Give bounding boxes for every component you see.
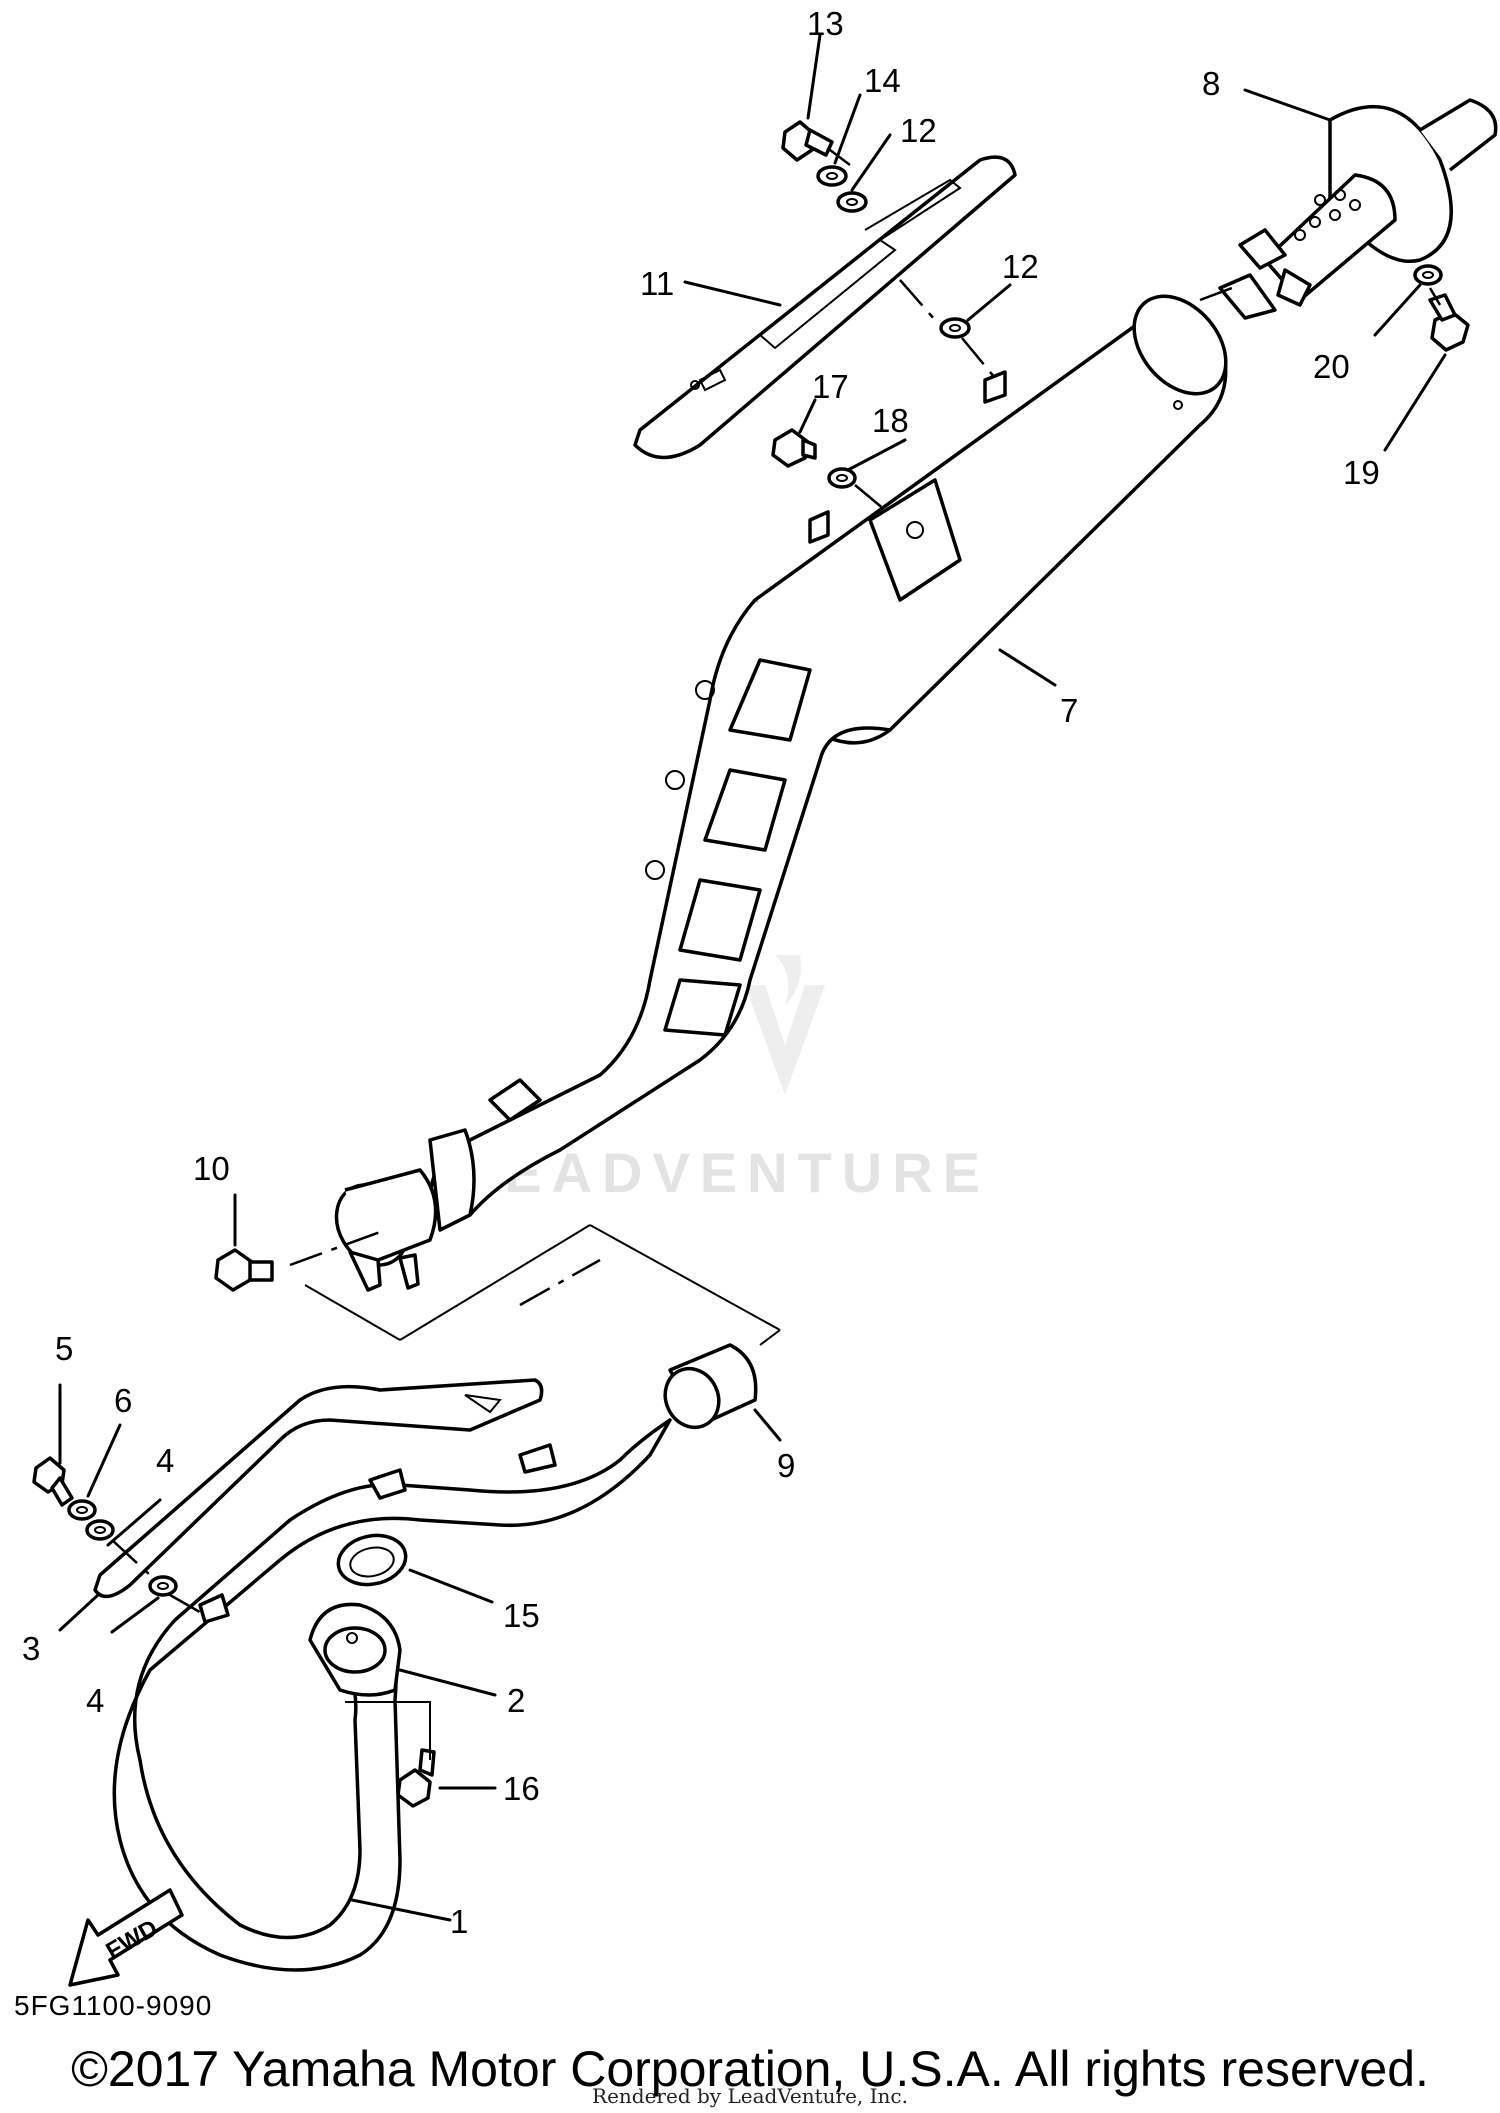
exhaust-pipe-protector[interactable] <box>93 1378 544 1599</box>
callout-labels: 1 2 3 4 4 5 6 7 8 9 10 11 12 12 13 14 15… <box>22 5 1380 1940</box>
callout-10: 10 <box>193 1150 230 1187</box>
bolt-19[interactable] <box>1428 293 1470 352</box>
washer-14[interactable] <box>816 165 848 187</box>
callout-17: 17 <box>812 368 849 405</box>
gasket-15[interactable] <box>334 1529 410 1590</box>
callout-4-upper: 4 <box>156 1442 174 1479</box>
callout-6: 6 <box>114 1382 132 1419</box>
exhaust-flange[interactable] <box>308 1602 402 1697</box>
callout-9: 9 <box>777 1447 795 1484</box>
washer-4-upper[interactable] <box>85 1519 115 1541</box>
copyright-notice: ©2017 Yamaha Motor Corporation, U.S.A. A… <box>71 2041 1429 2097</box>
callout-8: 8 <box>1202 65 1220 102</box>
callout-12-upper: 12 <box>900 112 937 149</box>
rendered-by-credit: Rendered by LeadVenture, Inc. <box>592 2084 908 2108</box>
spark-arrester-end-cap[interactable] <box>1218 98 1498 320</box>
callout-7: 7 <box>1060 692 1078 729</box>
muffler-assembly[interactable] <box>322 278 1244 1292</box>
bolt-13[interactable] <box>781 120 834 162</box>
callout-14: 14 <box>864 62 901 99</box>
callout-18: 18 <box>872 402 909 439</box>
washer-20[interactable] <box>1413 264 1443 286</box>
callout-20: 20 <box>1313 348 1350 385</box>
callout-1: 1 <box>450 1903 468 1940</box>
bolt-16[interactable] <box>396 1748 436 1808</box>
forward-direction-arrow: FWD <box>68 1888 184 1987</box>
washer-6[interactable] <box>67 1499 97 1521</box>
callout-4-lower: 4 <box>86 1682 104 1719</box>
gasket-9[interactable] <box>656 1343 758 1436</box>
bolt-17[interactable] <box>771 428 817 468</box>
callout-16: 16 <box>503 1770 540 1807</box>
muffler-bracket[interactable] <box>633 155 1017 460</box>
leadventure-logo-mark <box>745 955 825 1095</box>
diagram-code: 5FG1100-9090 <box>14 1990 213 2021</box>
callout-11: 11 <box>640 265 674 302</box>
bolt-5[interactable] <box>32 1456 74 1507</box>
washer-4-lower[interactable] <box>148 1575 178 1597</box>
assembly-guide-lines <box>111 149 1442 1760</box>
callout-19: 19 <box>1343 454 1380 491</box>
callout-2: 2 <box>507 1682 525 1719</box>
leader-lines <box>58 33 1447 1922</box>
callout-15: 15 <box>503 1597 540 1634</box>
bolt-10[interactable] <box>214 1248 274 1292</box>
callout-13: 13 <box>807 5 844 42</box>
callout-12-lower: 12 <box>1002 248 1039 285</box>
callout-3: 3 <box>22 1630 40 1667</box>
washer-18[interactable] <box>827 467 857 489</box>
callout-5: 5 <box>55 1330 73 1367</box>
washer-12-lower[interactable] <box>939 317 971 339</box>
washer-12-upper[interactable] <box>836 191 868 213</box>
